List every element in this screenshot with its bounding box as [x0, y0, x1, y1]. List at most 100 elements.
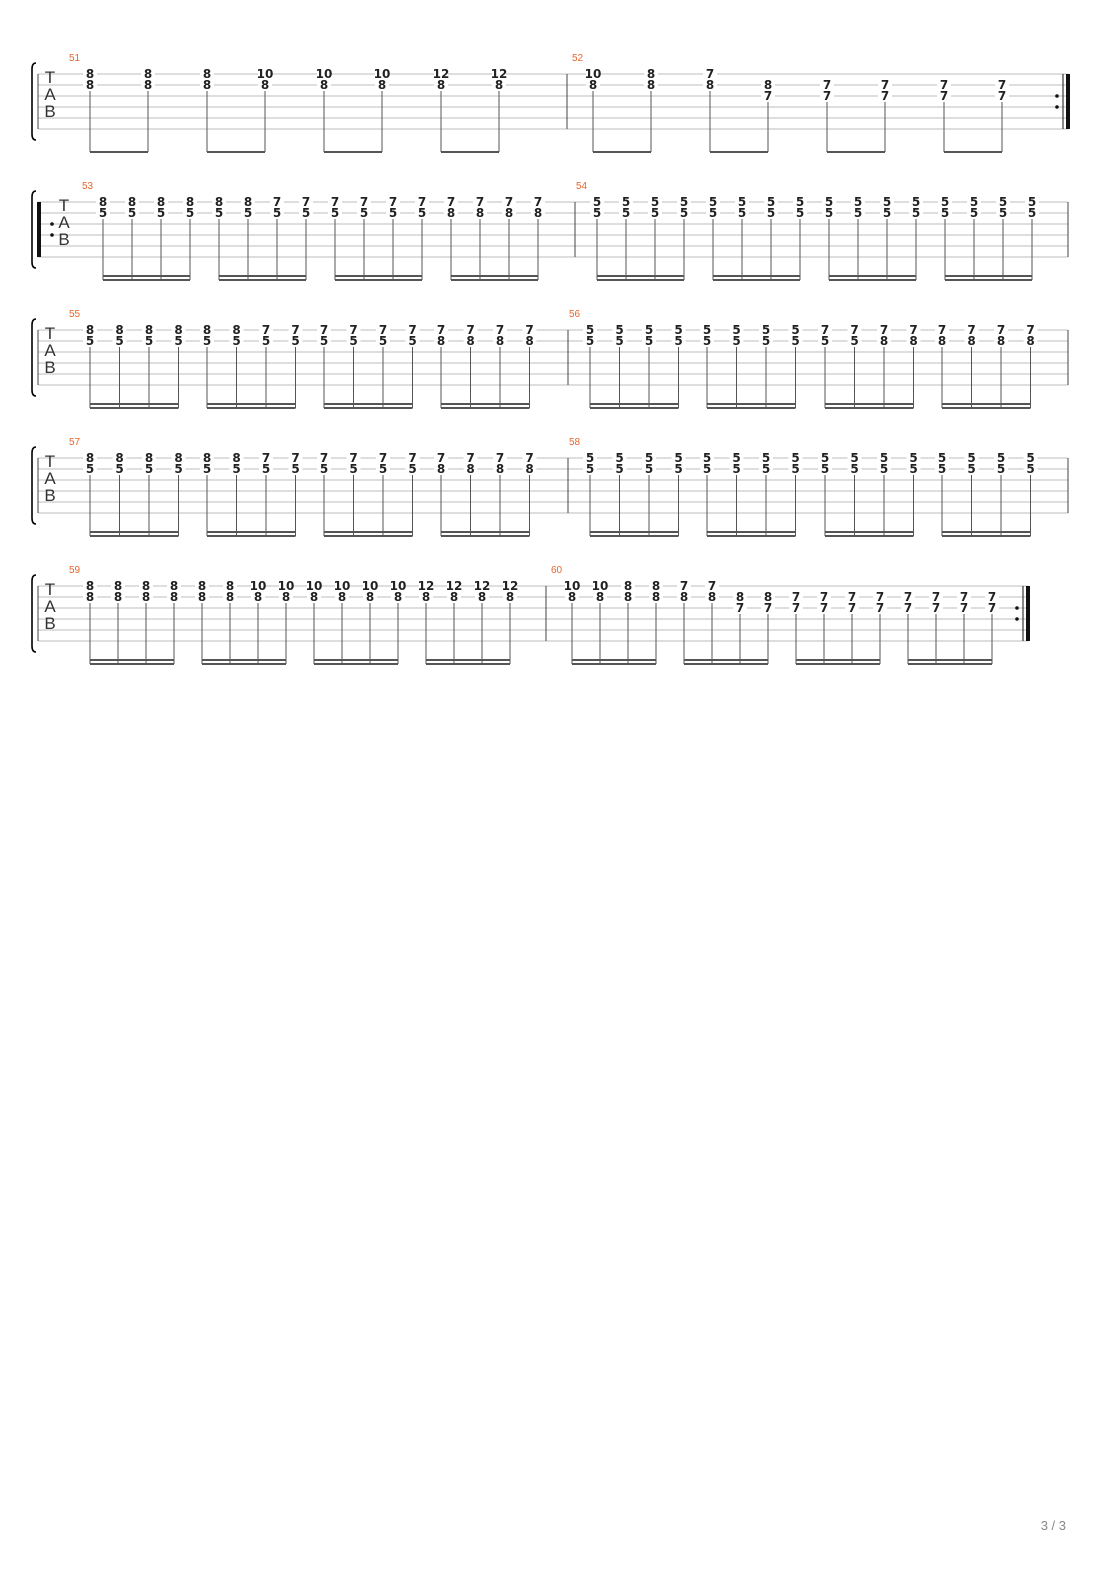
fret-backdrop	[167, 581, 181, 591]
fret-backdrop	[1025, 197, 1039, 207]
fret-backdrop	[935, 336, 949, 346]
fret-backdrop	[671, 453, 686, 463]
fret-backdrop	[565, 592, 579, 602]
repeat-dot	[1015, 617, 1019, 621]
fret-backdrop	[288, 336, 303, 346]
fret-backdrop	[212, 208, 226, 218]
fret-number: 5	[86, 334, 94, 348]
fret-number: 8	[114, 590, 122, 604]
fret-backdrop	[83, 336, 97, 346]
fret-number: 5	[262, 462, 270, 476]
fret-number: 7	[476, 195, 484, 209]
fret-backdrop	[935, 325, 949, 335]
fret-backdrop	[492, 80, 506, 90]
fret-number: 8	[203, 323, 211, 337]
tab-clef-letter: A	[44, 85, 56, 104]
fret-backdrop	[764, 208, 778, 218]
fret-backdrop	[818, 453, 832, 463]
fret-number: 5	[203, 334, 211, 348]
fret-number: 5	[1026, 462, 1034, 476]
fret-backdrop	[901, 603, 915, 613]
fret-backdrop	[818, 325, 832, 335]
fret-backdrop	[649, 581, 663, 591]
tab-clef-letter: T	[45, 324, 55, 343]
measure-number: 51	[69, 53, 81, 64]
fret-number: 5	[791, 451, 799, 465]
fret-backdrop	[317, 336, 331, 346]
fret-number: 8	[170, 579, 178, 593]
fret-backdrop	[112, 453, 127, 463]
fret-backdrop	[229, 336, 244, 346]
fret-backdrop	[328, 208, 342, 218]
fret-backdrop	[463, 453, 478, 463]
fret-backdrop	[996, 197, 1010, 207]
fret-number: 5	[174, 334, 182, 348]
measure-number: 52	[572, 53, 584, 64]
fret-number: 5	[938, 451, 946, 465]
fret-number: 5	[674, 462, 682, 476]
fret-backdrop	[880, 197, 894, 207]
fret-backdrop	[391, 581, 405, 591]
fret-backdrop	[522, 325, 537, 335]
fret-backdrop	[759, 464, 773, 474]
system-bracket	[31, 574, 37, 653]
fret-backdrop	[212, 197, 226, 207]
fret-backdrop	[259, 453, 273, 463]
fret-backdrop	[789, 603, 803, 613]
fret-backdrop	[473, 197, 487, 207]
fret-backdrop	[1023, 336, 1038, 346]
fret-backdrop	[938, 208, 952, 218]
fret-backdrop	[929, 592, 943, 602]
fret-number: 5	[883, 195, 891, 209]
fret-number: 5	[732, 462, 740, 476]
fret-backdrop	[761, 592, 775, 602]
fret-backdrop	[83, 464, 97, 474]
repeat-dot	[50, 233, 54, 237]
fret-backdrop	[788, 336, 803, 346]
fret-backdrop	[142, 453, 156, 463]
fret-number: 5	[938, 462, 946, 476]
fret-backdrop	[706, 208, 720, 218]
fret-backdrop	[733, 603, 747, 613]
fret-number: 5	[331, 206, 339, 220]
fret-number: 5	[680, 206, 688, 220]
fret-number: 5	[379, 462, 387, 476]
fret-number: 5	[302, 206, 310, 220]
fret-backdrop	[649, 592, 663, 602]
fret-number: 5	[674, 334, 682, 348]
fret-backdrop	[183, 197, 197, 207]
fret-backdrop	[405, 336, 420, 346]
fret-backdrop	[229, 464, 244, 474]
fret-number: 7	[998, 78, 1006, 92]
fret-number: 10	[316, 67, 333, 81]
fret-backdrop	[317, 69, 331, 79]
fret-backdrop	[671, 336, 686, 346]
fret-backdrop	[317, 325, 331, 335]
fret-number: 5	[709, 206, 717, 220]
fret-number: 5	[732, 451, 740, 465]
fret-backdrop	[729, 453, 744, 463]
fret-number: 5	[970, 206, 978, 220]
fret-number: 5	[854, 206, 862, 220]
fret-backdrop	[1023, 453, 1038, 463]
fret-number: 5	[967, 451, 975, 465]
fret-number: 7	[525, 323, 533, 337]
fret-number: 5	[174, 462, 182, 476]
fret-backdrop	[171, 453, 186, 463]
fret-number: 8	[764, 78, 772, 92]
fret-backdrop	[877, 464, 891, 474]
fret-number: 5	[615, 323, 623, 337]
fret-backdrop	[357, 208, 371, 218]
fret-number: 8	[232, 323, 240, 337]
fret-backdrop	[405, 464, 420, 474]
fret-number: 7	[988, 590, 996, 604]
fret-number: 5	[854, 195, 862, 209]
fret-number: 8	[647, 67, 655, 81]
fret-number: 8	[170, 590, 178, 604]
fret-backdrop	[419, 592, 433, 602]
fret-number: 5	[360, 206, 368, 220]
fret-backdrop	[376, 453, 390, 463]
fret-backdrop	[83, 80, 97, 90]
fret-number: 5	[408, 334, 416, 348]
fret-number: 5	[320, 462, 328, 476]
